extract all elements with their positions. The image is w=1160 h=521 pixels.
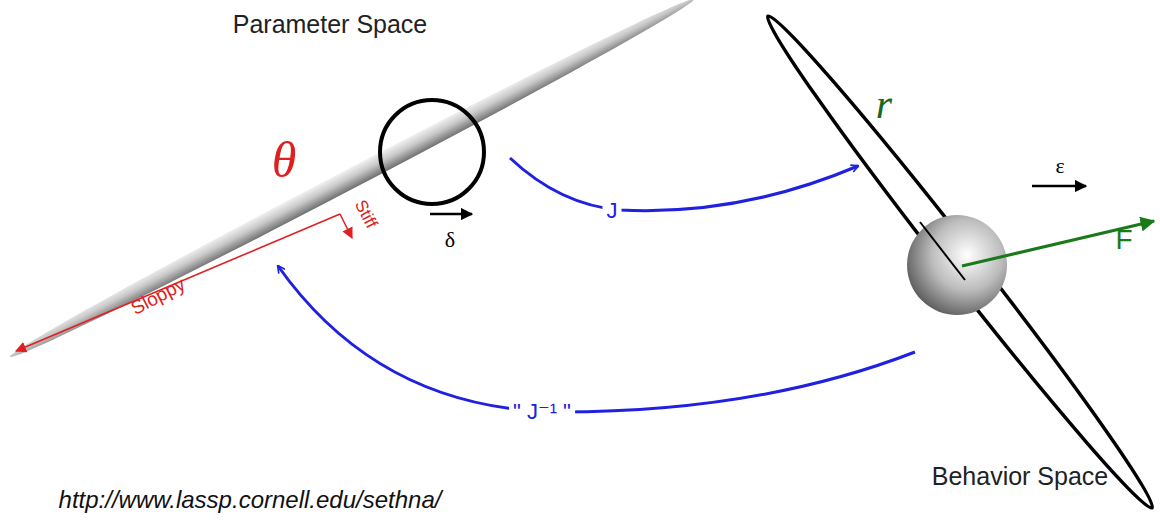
map-label: " J⁻¹ ": [509, 400, 575, 424]
delta-arrow: [430, 213, 472, 216]
force-symbol: F: [1115, 226, 1132, 254]
parameter-circle: [380, 100, 484, 204]
epsilon-arrow: [1032, 185, 1086, 188]
force-arrow: [962, 221, 1154, 266]
stiff-axis: [340, 214, 352, 238]
axis-label: Sloppy: [128, 274, 188, 318]
map-label: J: [603, 199, 622, 223]
behavior-symbol: r: [876, 83, 892, 125]
behavior-ellipse-inner: [920, 222, 965, 280]
space-title: Parameter Space: [233, 12, 428, 37]
perturbation-symbol: δ: [445, 229, 455, 251]
behavior-sphere: [907, 215, 1007, 315]
source-url: http://www.lassp.cornell.edu/sethna/: [59, 488, 442, 512]
jacobian-arrow: [510, 158, 858, 211]
parameter-symbol: θ: [272, 135, 297, 185]
sloppy-ellipsoid: [5, 0, 698, 366]
behavior-ellipse: [755, 6, 1160, 517]
axis-label: Stiff: [352, 197, 380, 231]
error-symbol: ε: [1055, 155, 1064, 177]
inverse-jacobian-arrow: [278, 266, 915, 412]
space-title: Behavior Space: [932, 464, 1109, 489]
